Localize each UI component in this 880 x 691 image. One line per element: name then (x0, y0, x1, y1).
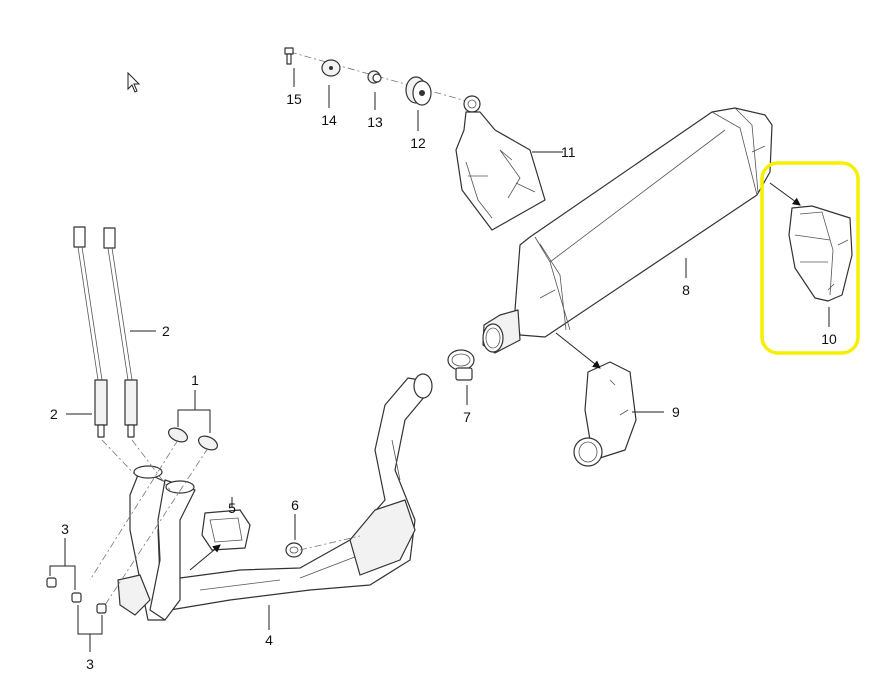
part-11-muffler-bracket (455, 95, 546, 231)
label-3-upper: 3 (61, 521, 69, 537)
label-3-lower: 3 (86, 656, 94, 672)
label-10: 10 (821, 331, 837, 347)
part-9-inlet-cover (573, 361, 637, 467)
label-2-upper: 2 (162, 323, 170, 339)
part-3-nuts (46, 577, 107, 614)
label-7: 7 (463, 409, 471, 425)
label-8: 8 (682, 282, 690, 298)
header-pipes (117, 465, 196, 621)
part-8-muffler (482, 107, 773, 354)
label-13: 13 (367, 114, 383, 130)
part-14-washer (321, 59, 341, 77)
label-12: 12 (410, 135, 426, 151)
part-2-lambda-sensors (73, 226, 138, 438)
part-6-plug (285, 542, 303, 558)
label-14: 14 (321, 112, 337, 128)
label-5: 5 (228, 500, 236, 516)
label-4: 4 (265, 632, 273, 648)
label-2-lower: 2 (50, 406, 58, 422)
part-7-clamp (447, 349, 475, 381)
mouse-cursor-icon (127, 71, 141, 93)
part-13-bushing (367, 70, 382, 84)
part-10-end-cap (788, 205, 853, 302)
part-15-bolt (284, 47, 294, 65)
part-5-heat-shield (201, 509, 251, 551)
highlight-box-part-10 (760, 161, 860, 355)
label-15: 15 (286, 91, 302, 107)
label-11: 11 (561, 144, 576, 160)
part-12-rubber-grommet (405, 76, 432, 106)
label-6: 6 (291, 497, 299, 513)
label-9: 9 (672, 404, 680, 420)
part-1-gaskets (167, 427, 219, 451)
label-1: 1 (191, 372, 199, 388)
